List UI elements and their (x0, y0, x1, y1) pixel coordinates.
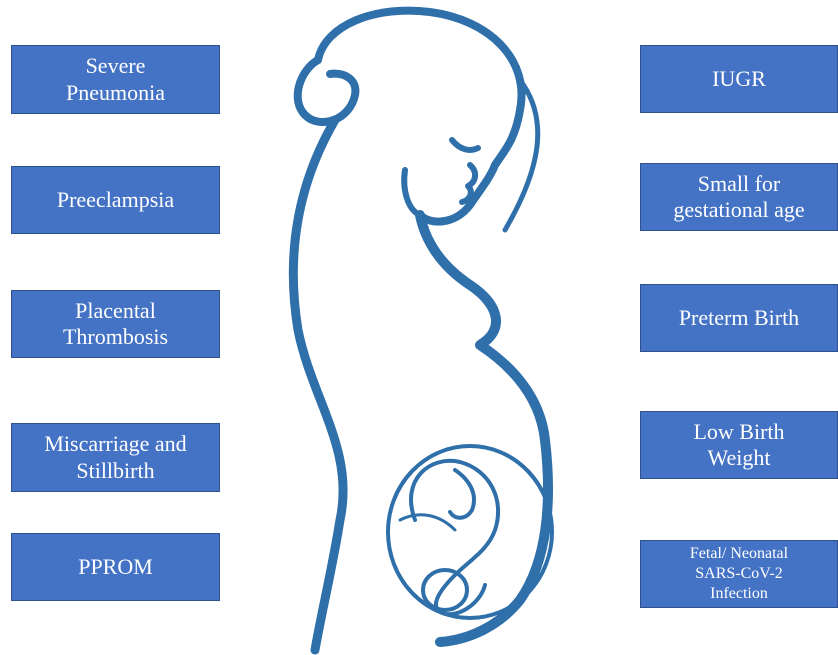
complication-box-preterm-birth: Preterm Birth (640, 284, 838, 352)
complication-box-severe-pneumonia: Severe Pneumonia (11, 45, 220, 114)
fetus-arm (400, 515, 455, 530)
closed-eye (452, 140, 478, 150)
complication-box-placental-thrombosis: Placental Thrombosis (11, 290, 220, 358)
fetus-head (423, 570, 467, 610)
back-outline (293, 120, 343, 650)
complication-box-iugr: IUGR (640, 45, 838, 113)
complication-box-small-for-gestational-age: Small for gestational age (640, 163, 838, 231)
complication-box-preeclampsia: Preeclampsia (11, 166, 220, 234)
head-outline (318, 11, 522, 222)
complication-box-pprom: PPROM (11, 533, 220, 601)
complication-box-low-birth-weight: Low Birth Weight (640, 411, 838, 479)
hair-bun (298, 60, 356, 122)
complication-box-miscarriage-stillbirth: Miscarriage and Stillbirth (11, 423, 220, 492)
fetus-leg (450, 470, 474, 518)
neck-line (404, 170, 420, 215)
complication-box-fetal-neonatal-infection: Fetal/ Neonatal SARS-CoV-2 Infection (640, 540, 838, 608)
womb-circle (388, 446, 552, 618)
belly-outline (420, 215, 548, 642)
pregnant-woman-with-fetus-icon (230, 0, 630, 655)
